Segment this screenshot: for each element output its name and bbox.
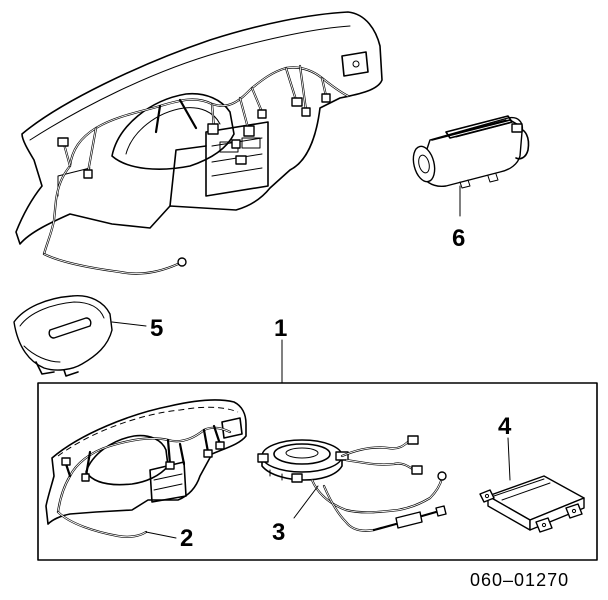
callout-4: 4 xyxy=(498,413,512,440)
dashboard-illustration xyxy=(15,11,383,275)
document-number: 060–01270 xyxy=(470,570,569,590)
callout-5: 5 xyxy=(150,315,163,342)
passenger-airbag-illustration xyxy=(412,115,530,189)
clockspring-illustration xyxy=(257,435,447,532)
control-module-illustration xyxy=(479,475,585,533)
kit-dashboard-illustration xyxy=(45,399,247,538)
callout-labels: 6 5 1 2 3 4 xyxy=(150,225,512,552)
callout-1: 1 xyxy=(274,315,287,342)
kit-box xyxy=(37,382,598,561)
callout-3: 3 xyxy=(272,519,285,546)
callout-6: 6 xyxy=(452,225,465,252)
callout-2: 2 xyxy=(180,525,193,552)
leader-lines xyxy=(111,185,511,539)
steering-cover-illustration xyxy=(13,295,113,377)
